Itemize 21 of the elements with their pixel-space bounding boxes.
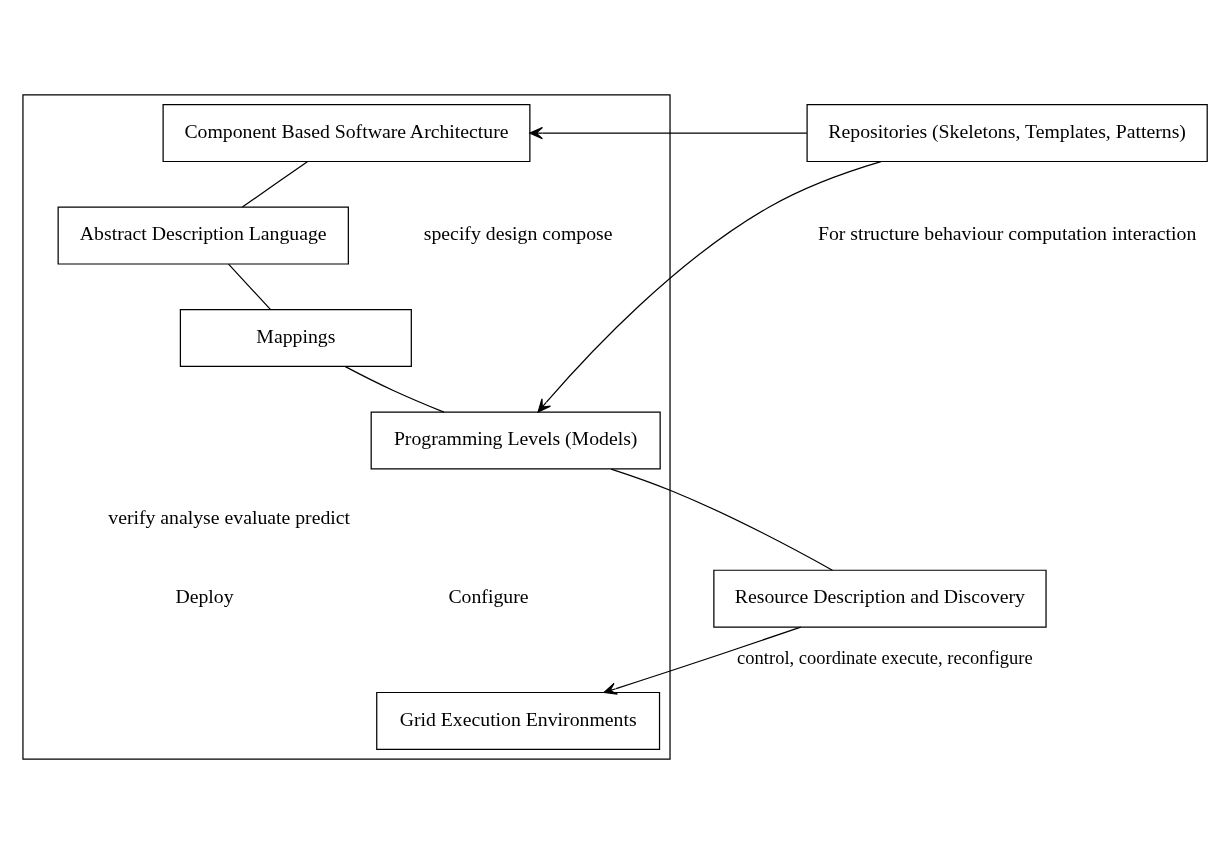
- edge-label: control, coordinate execute, reconfigure: [737, 647, 1033, 669]
- cluster: [22, 94, 671, 760]
- node-box: Repositories (Skeletons, Templates, Patterns): [806, 104, 1208, 163]
- node-box: Mappings: [179, 309, 412, 368]
- node-box: Grid Execution Environments: [376, 691, 661, 750]
- node-box: Abstract Description Language: [57, 206, 349, 265]
- arrow: [537, 160, 882, 413]
- node-box: Component Based Software Architecture: [162, 104, 531, 163]
- label: For structure behaviour computation interaction: [817, 222, 1197, 245]
- arrow: [603, 626, 802, 695]
- connector: [610, 468, 834, 571]
- node-box: Programming Levels (Models): [370, 411, 661, 470]
- label: Configure: [448, 585, 529, 608]
- connector: [344, 366, 445, 413]
- node-box: Resource Description and Discovery: [713, 569, 1047, 628]
- label: specify design compose: [423, 222, 613, 245]
- connector: [241, 161, 308, 208]
- label: verify analyse evaluate predict: [108, 506, 351, 529]
- arrow: [529, 126, 808, 140]
- connector: [227, 263, 272, 311]
- label: Deploy: [175, 585, 234, 608]
